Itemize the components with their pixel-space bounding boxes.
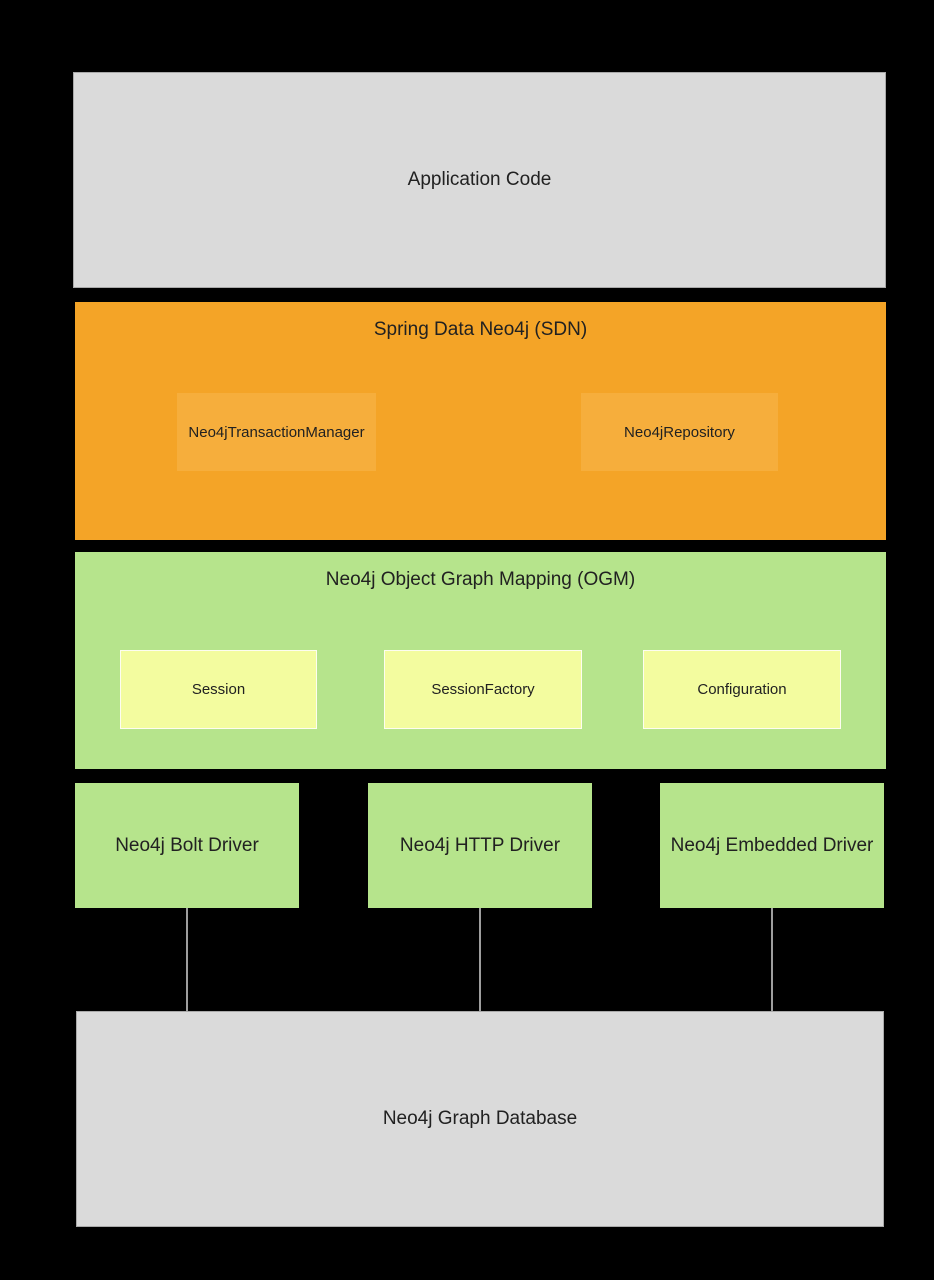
application-code-label: Application Code bbox=[407, 169, 552, 190]
embedded-driver-connector-line bbox=[771, 908, 773, 1011]
repository-label: Neo4jRepository bbox=[624, 423, 735, 441]
configuration-box: Configuration bbox=[643, 650, 841, 729]
graph-database-box: Neo4j Graph Database bbox=[76, 1011, 884, 1227]
graph-database-label: Neo4j Graph Database bbox=[382, 1108, 578, 1129]
embedded-driver-box: Neo4j Embedded Driver bbox=[660, 783, 884, 908]
http-driver-box: Neo4j HTTP Driver bbox=[368, 783, 592, 908]
embedded-driver-label: Neo4j Embedded Driver bbox=[670, 834, 874, 856]
session-factory-label: SessionFactory bbox=[431, 681, 535, 698]
transaction-manager-label: Neo4jTransactionManager bbox=[188, 423, 365, 441]
ogm-layer-box: Neo4j Object Graph Mapping (OGM) Session… bbox=[75, 552, 886, 769]
ogm-layer-title: Neo4j Object Graph Mapping (OGM) bbox=[325, 569, 636, 590]
transaction-manager-box: Neo4jTransactionManager bbox=[177, 393, 376, 471]
http-driver-connector-line bbox=[479, 908, 481, 1011]
sdn-layer-box: Spring Data Neo4j (SDN) Neo4jTransaction… bbox=[75, 302, 886, 540]
session-factory-box: SessionFactory bbox=[384, 650, 582, 729]
http-driver-label: Neo4j HTTP Driver bbox=[399, 834, 561, 856]
bolt-driver-box: Neo4j Bolt Driver bbox=[75, 783, 299, 908]
configuration-label: Configuration bbox=[697, 681, 787, 698]
session-label: Session bbox=[191, 681, 246, 698]
application-code-box: Application Code bbox=[73, 72, 886, 288]
repository-box: Neo4jRepository bbox=[581, 393, 778, 471]
sdn-layer-title: Spring Data Neo4j (SDN) bbox=[373, 319, 588, 340]
bolt-driver-label: Neo4j Bolt Driver bbox=[115, 834, 259, 856]
bolt-driver-connector-line bbox=[186, 908, 188, 1011]
session-box: Session bbox=[120, 650, 317, 729]
